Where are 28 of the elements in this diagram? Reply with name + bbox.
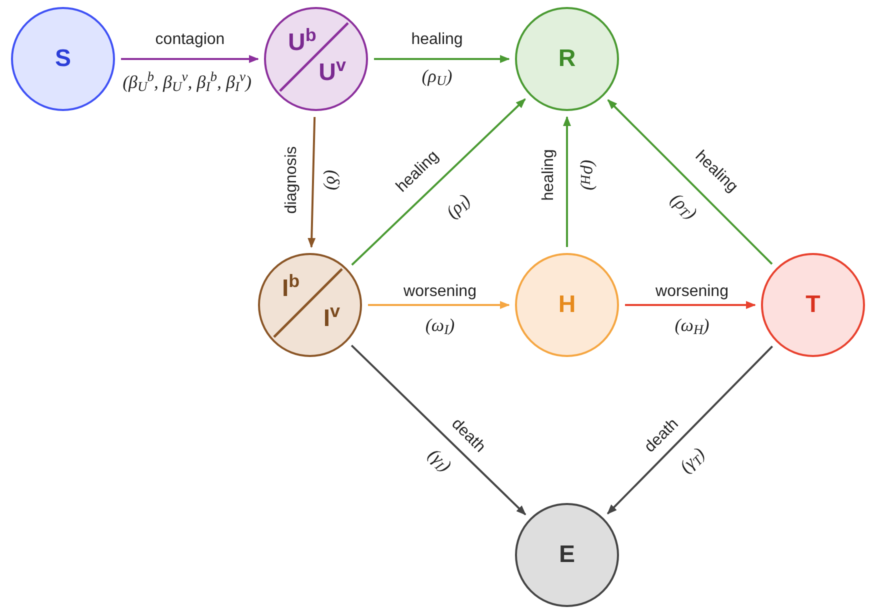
rate-label: (ρ$_{U}$) <box>422 67 452 85</box>
arrow <box>351 98 526 266</box>
state-label: T <box>806 293 820 317</box>
rate-label: (δ) <box>324 170 342 190</box>
rate-label: (β$_{U}$$^{b}$, β$_{U}$$^{v}$, β$_{I}$$^{b}$, β$_{I}$$^{v}$) <box>122 73 252 91</box>
edge-label: healing <box>541 149 557 201</box>
rate-label: (ω$_{I}$) <box>425 316 455 334</box>
edge-label: worsening <box>656 284 728 300</box>
rate-label: (ω$_{H}$) <box>674 316 710 334</box>
edge-label: diagnosis <box>284 146 300 214</box>
arrow <box>308 116 316 248</box>
state-label: S <box>55 47 71 71</box>
edge-label: worsening <box>404 284 476 300</box>
state-label: R <box>558 47 576 71</box>
edge-label: healing <box>411 32 463 48</box>
arrow <box>374 55 510 63</box>
arrow <box>121 55 259 63</box>
edge-label: contagion <box>155 32 225 48</box>
arrow <box>368 301 510 309</box>
arrow <box>563 116 571 247</box>
state-label: H <box>558 293 576 317</box>
arrow <box>606 346 774 514</box>
arrow <box>607 99 773 265</box>
state-label: E <box>559 543 575 567</box>
arrow <box>625 301 756 309</box>
arrow <box>350 344 526 516</box>
state-label: U$^{v}$ <box>318 61 346 85</box>
state-label: I$^{v}$ <box>323 307 340 331</box>
